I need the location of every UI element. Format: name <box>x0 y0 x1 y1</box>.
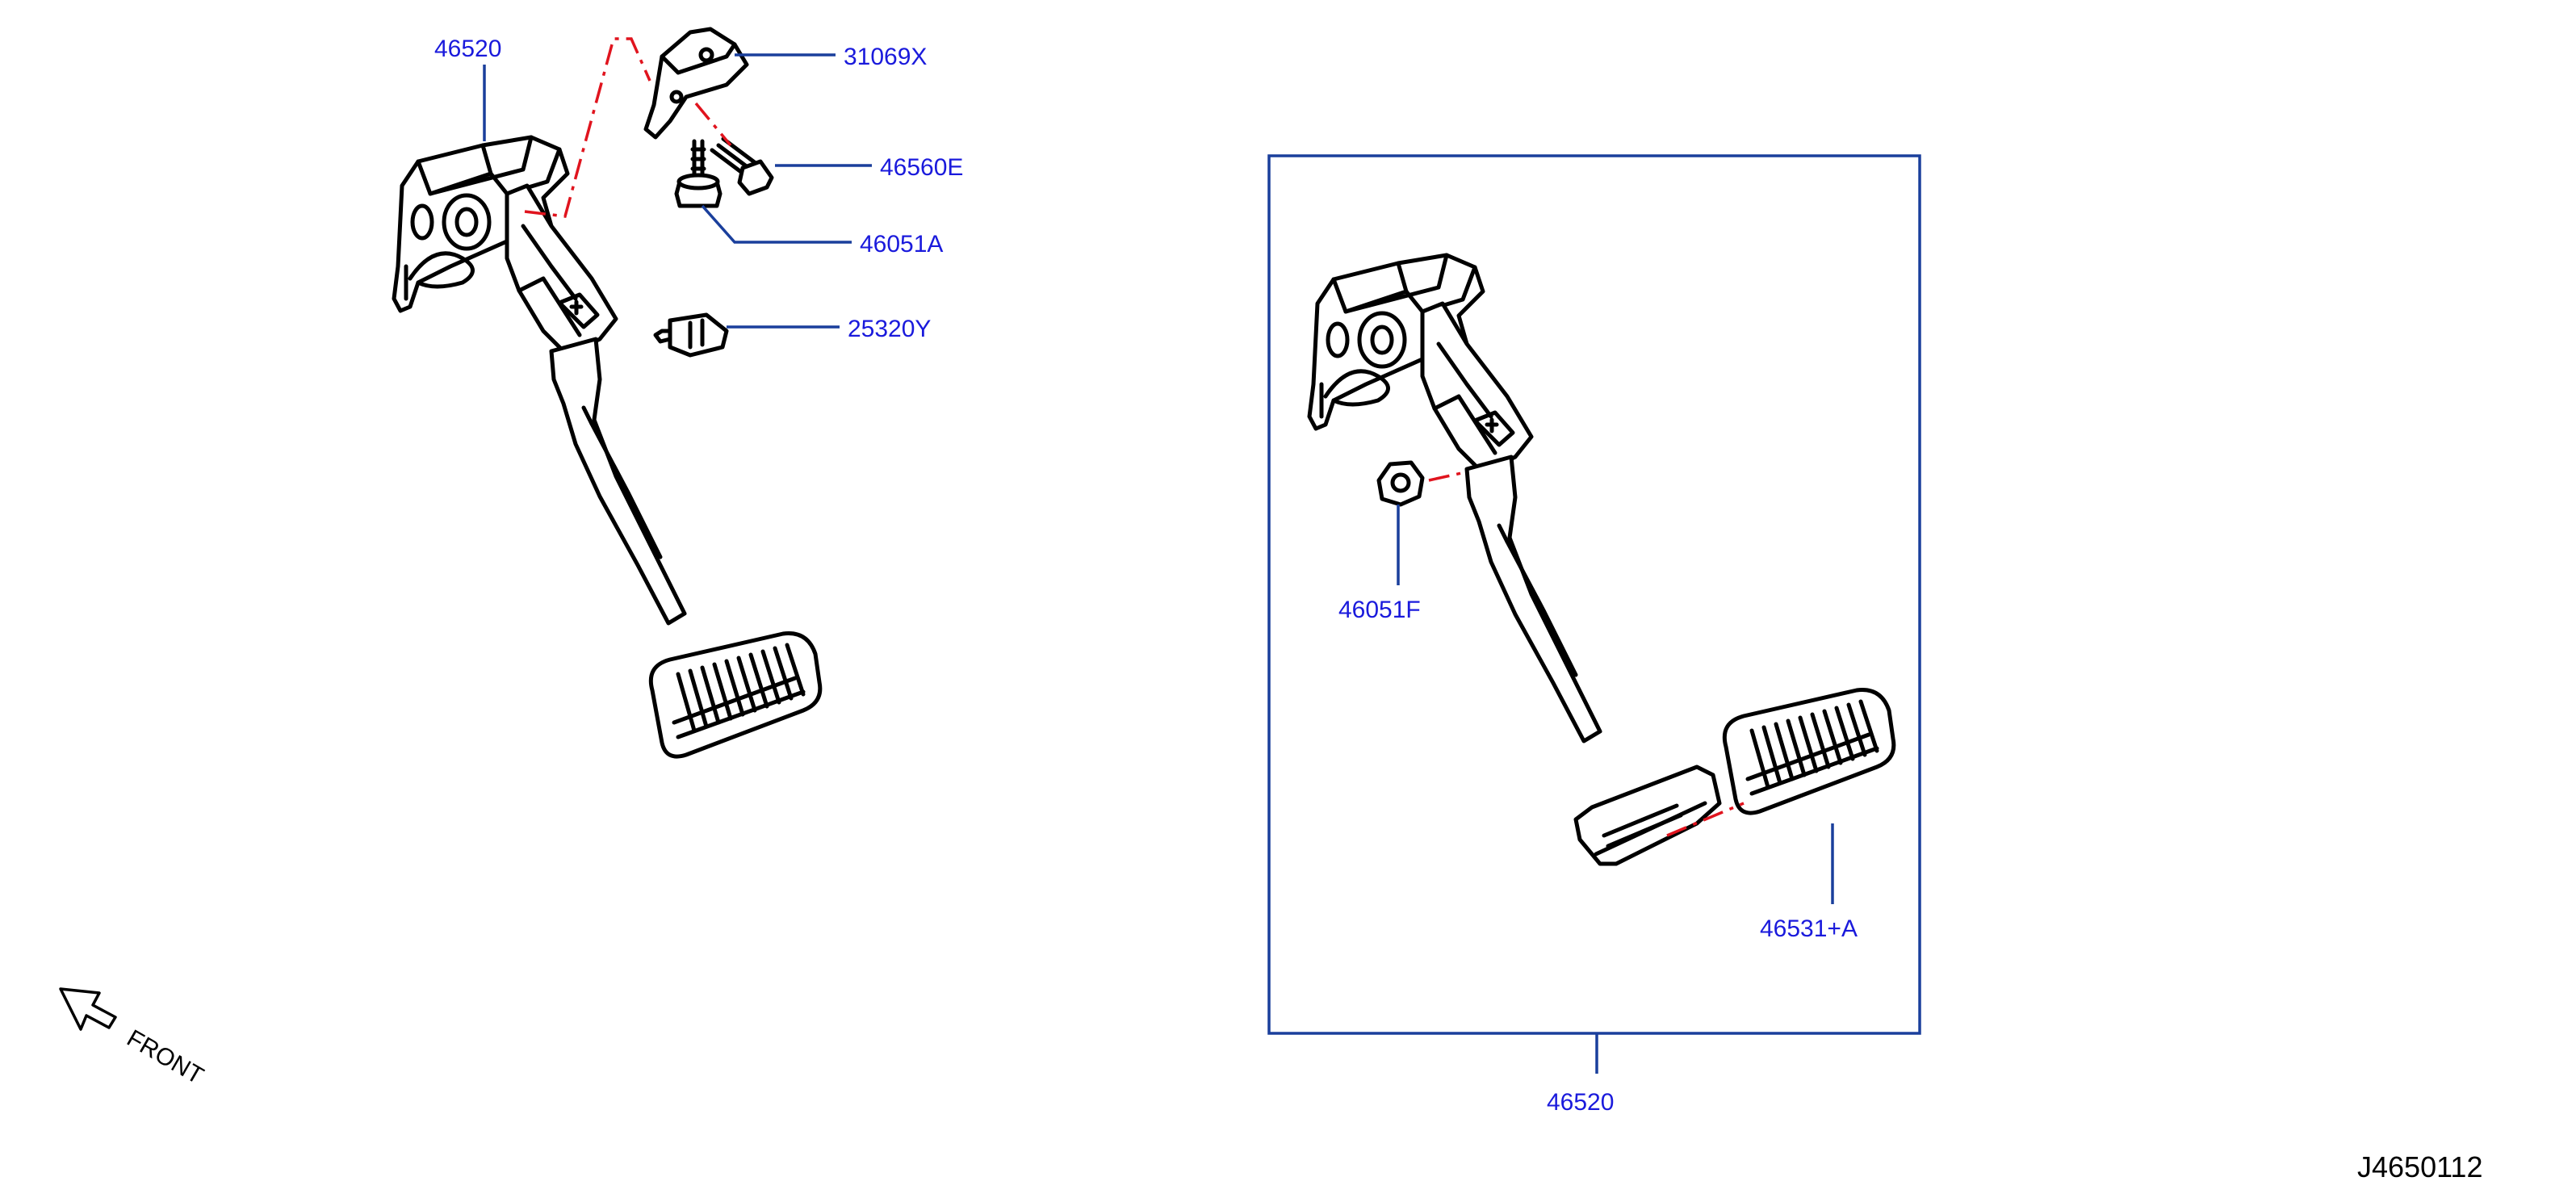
phantom-line-right-1 <box>1428 471 1466 482</box>
bracket-part <box>643 27 749 140</box>
phantom-line-right-2 <box>1666 802 1745 837</box>
callout-46560E: 46560E <box>880 154 963 181</box>
nut-left-part <box>674 139 723 208</box>
pedal-pad-right <box>1724 690 1894 814</box>
switch-part <box>653 312 729 358</box>
leader-46051A <box>701 204 852 244</box>
callout-46520-right: 46520 <box>1547 1089 1614 1116</box>
pedal-assembly-right <box>1309 255 1600 741</box>
callout-46520-left: 46520 <box>434 36 501 62</box>
pedal-pad-left <box>651 634 820 757</box>
phantom-line-left-2 <box>694 102 732 147</box>
bolt-part <box>710 136 774 196</box>
front-label: FRONT <box>123 1024 208 1089</box>
nut-right-part <box>1376 460 1425 507</box>
callout-46051F: 46051F <box>1338 597 1421 623</box>
front-arrow-icon <box>59 987 117 1031</box>
callout-46531A: 46531+A <box>1760 915 1858 942</box>
diagram-id: J4650112 <box>2357 1150 2482 1183</box>
callout-31069X: 31069X <box>844 44 927 70</box>
phantom-line-left-1 <box>524 37 651 218</box>
callout-25320Y: 25320Y <box>848 316 931 342</box>
pedal-arm-plate <box>1573 764 1722 866</box>
kit-box <box>1267 154 1921 1035</box>
pedal-assembly-left <box>394 137 685 623</box>
callout-46051A: 46051A <box>860 231 943 258</box>
